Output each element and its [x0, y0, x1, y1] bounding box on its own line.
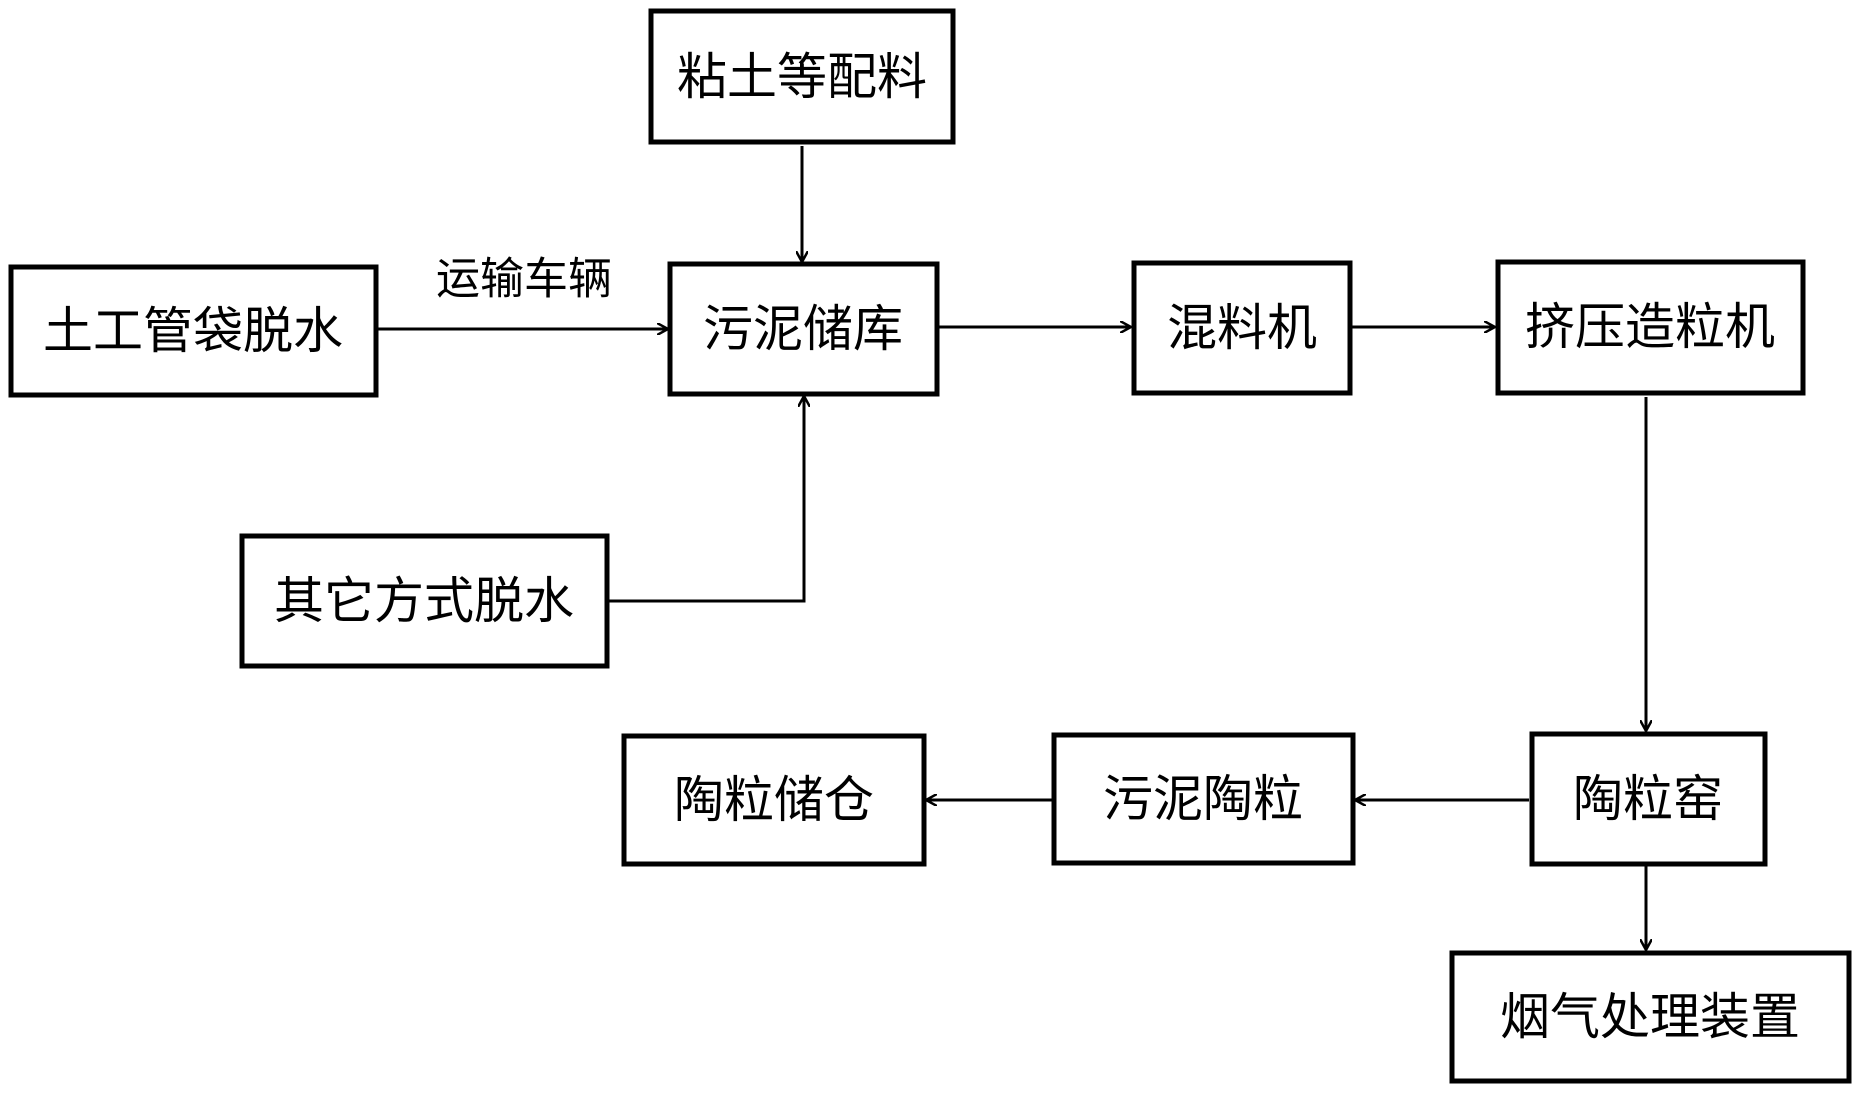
node-silo-label: 陶粒储仓: [674, 771, 874, 829]
edge-other-to-storage: [608, 396, 804, 603]
node-flue: 烟气处理装置: [1449, 950, 1852, 1084]
node-granulator-label: 挤压造粒机: [1525, 298, 1775, 356]
node-clay: 粘土等配料: [648, 8, 956, 145]
node-flue-label: 烟气处理装置: [1500, 988, 1800, 1046]
node-geotube-label: 土工管袋脱水: [43, 302, 343, 360]
node-kiln: 陶粒窑: [1529, 731, 1768, 867]
node-mixer-label: 混料机: [1167, 299, 1317, 357]
node-other-label: 其它方式脱水: [274, 572, 574, 630]
node-kiln-label: 陶粒窑: [1573, 770, 1723, 828]
node-mixer: 混料机: [1131, 260, 1353, 396]
node-storage: 污泥储库: [667, 261, 940, 397]
node-sludge-ceramsite-label: 污泥陶粒: [1103, 770, 1303, 828]
node-granulator: 挤压造粒机: [1495, 259, 1806, 396]
node-geotube: 土工管袋脱水: [8, 264, 379, 398]
edge-label-transport: 运输车辆: [436, 254, 612, 305]
node-clay-label: 粘土等配料: [677, 48, 927, 106]
node-storage-label: 污泥储库: [703, 300, 903, 358]
node-sludge-ceramsite: 污泥陶粒: [1051, 732, 1356, 866]
node-silo: 陶粒储仓: [621, 733, 927, 867]
node-other: 其它方式脱水: [239, 533, 610, 669]
